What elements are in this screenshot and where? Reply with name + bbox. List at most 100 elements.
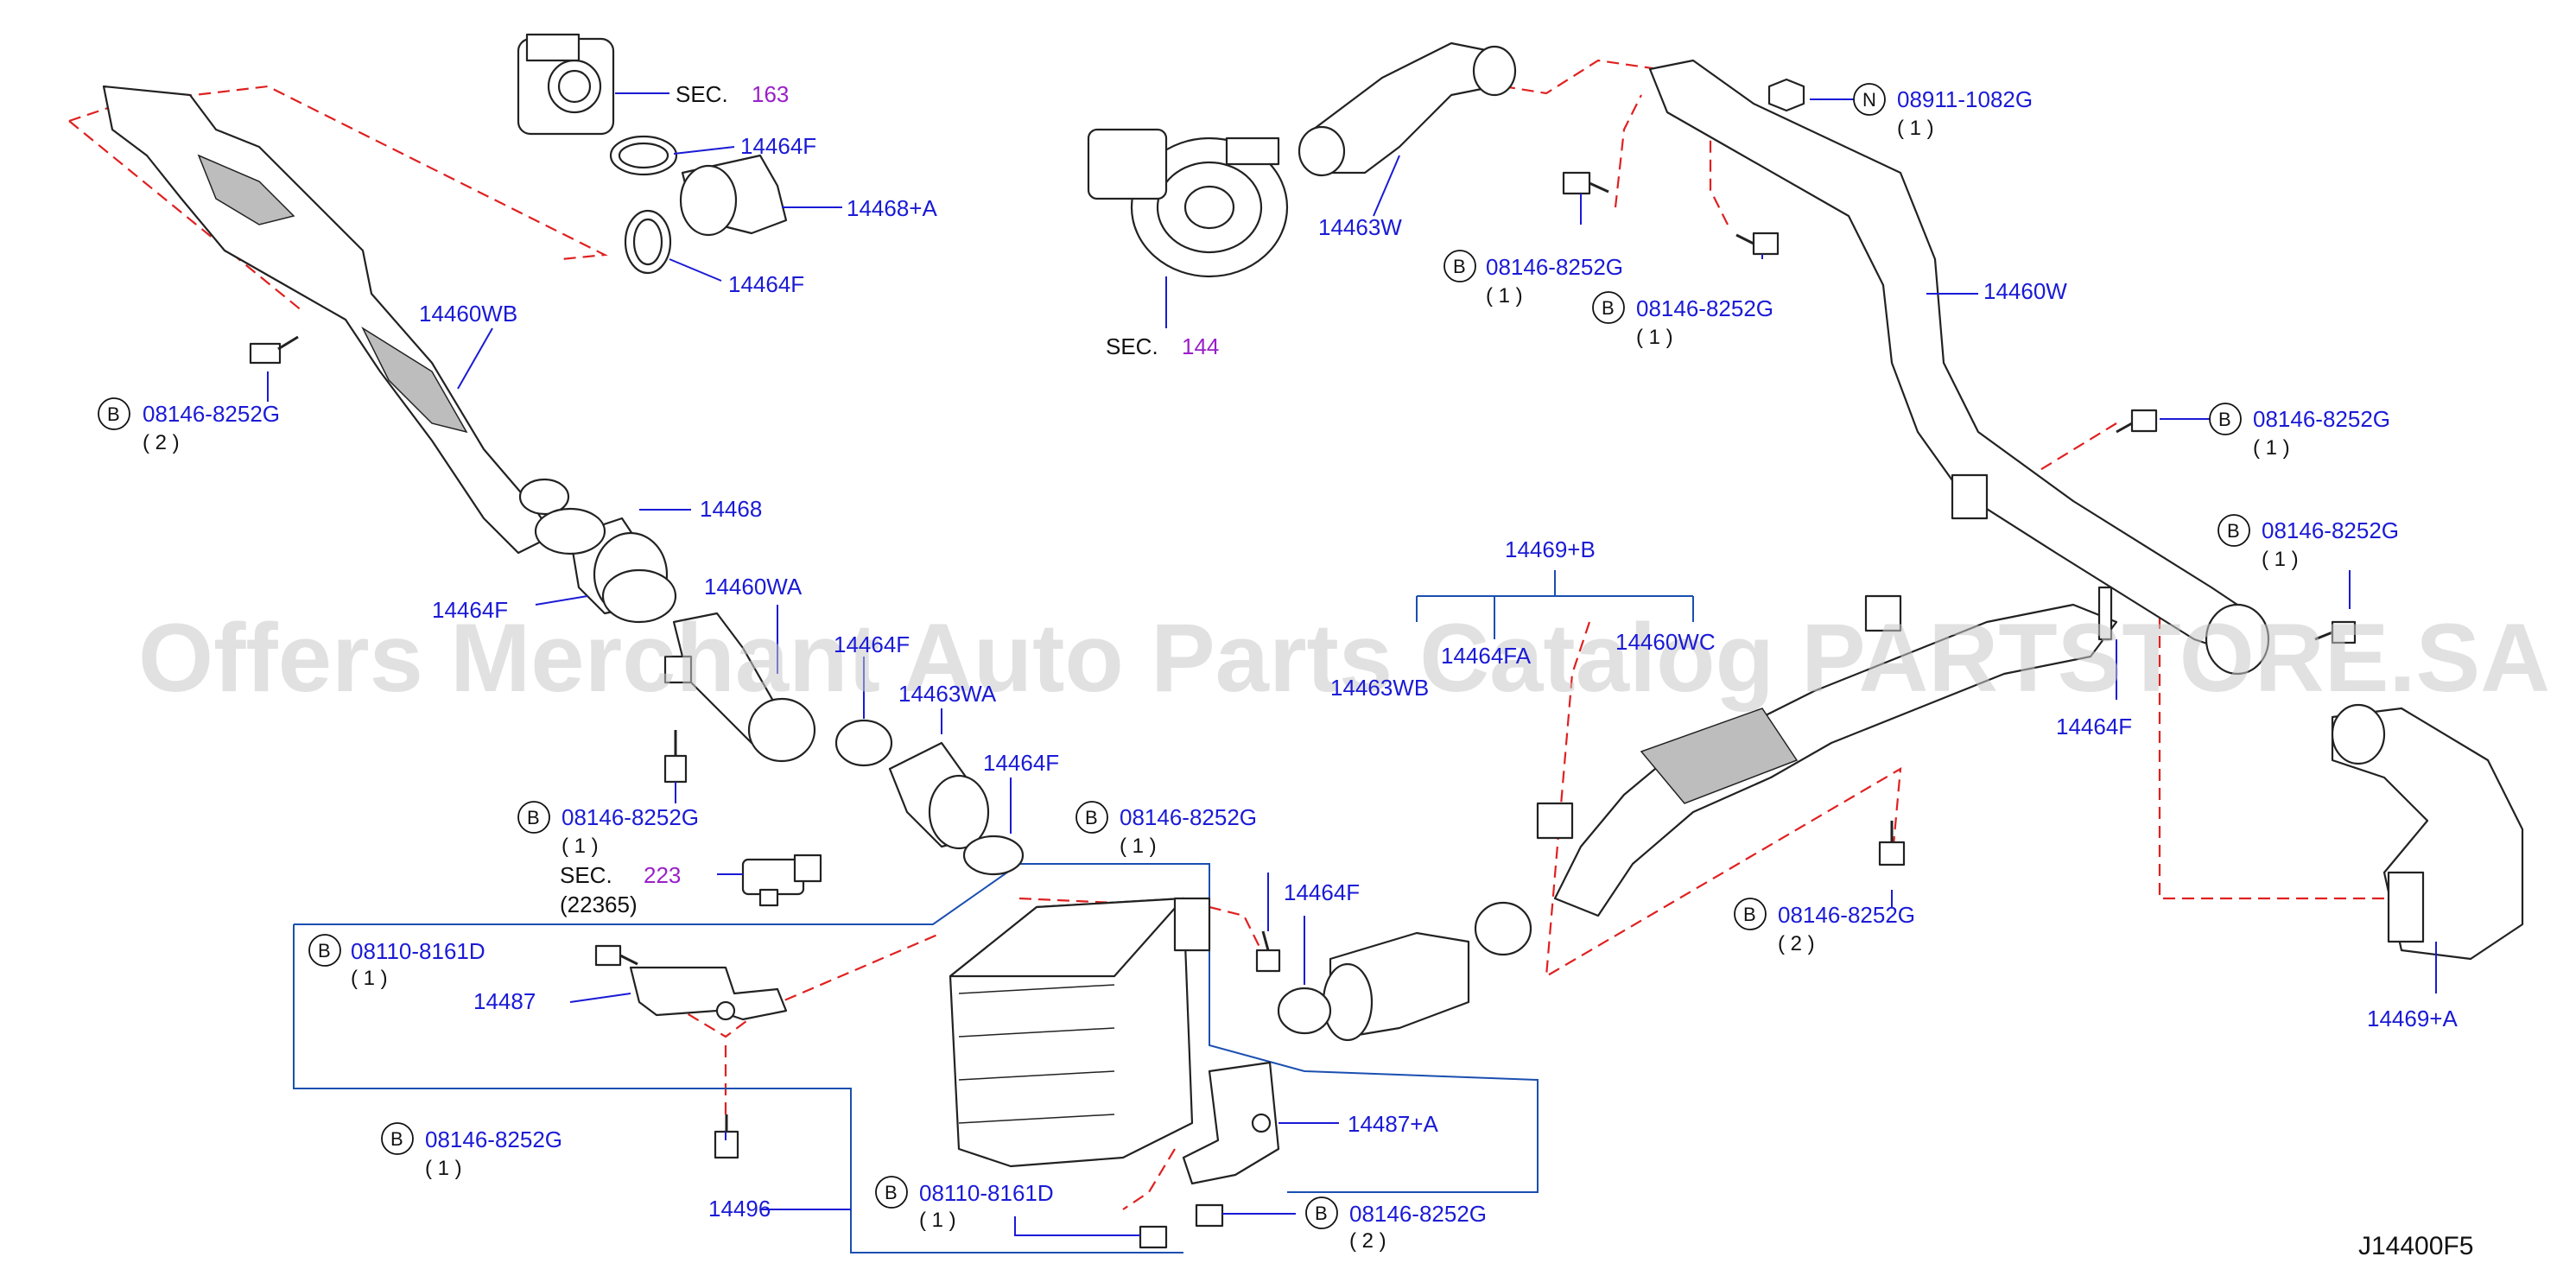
bolt-b3-drawing <box>594 944 638 967</box>
circle-b-icon <box>1592 291 1625 324</box>
sec163-number[interactable]: 163 <box>752 81 789 107</box>
hose-14460WB-drawing <box>102 85 570 555</box>
bolt-b8-drawing <box>1562 171 1609 195</box>
circle-b-letter: B <box>527 807 540 828</box>
sec223-label: SEC. <box>560 862 612 888</box>
circle-b-letter: B <box>1085 807 1098 828</box>
part-14464F-c[interactable]: 14464F <box>432 597 508 623</box>
bracket-14487A-drawing <box>1182 1061 1280 1185</box>
pipe-14460WA-drawing <box>663 612 816 763</box>
part-14487A[interactable]: 14487+A <box>1348 1111 1438 1137</box>
circle-b-icon <box>308 934 341 967</box>
part-14496[interactable]: 14496 <box>708 1196 771 1222</box>
bolt-b10-qty: ( 1 ) <box>2253 436 2290 460</box>
bolt-b2-qty: ( 1 ) <box>562 835 599 858</box>
circle-b-letter: B <box>2218 409 2231 430</box>
bolt-b9-qty: ( 1 ) <box>1636 326 1673 349</box>
bolt-b3-qty: ( 1 ) <box>351 967 388 990</box>
sec223-subref: (22365) <box>560 892 638 917</box>
bolt-b2-code[interactable]: 08146-8252G <box>562 804 699 830</box>
bolt-b8-qty: ( 1 ) <box>1486 284 1523 308</box>
sec144-number[interactable]: 144 <box>1182 333 1219 359</box>
bolt-b5-code[interactable]: 08110-8161D <box>919 1180 1054 1206</box>
circle-b-letter: B <box>318 940 331 962</box>
sec163-label: SEC. <box>676 81 728 107</box>
part-14460WC[interactable]: 14460WC <box>1615 629 1716 655</box>
bolt-b6-qty: ( 2 ) <box>1349 1229 1386 1253</box>
bolt-b1-code[interactable]: 08146-8252G <box>143 401 280 427</box>
part-14464F-f[interactable]: 14464F <box>1284 879 1360 905</box>
part-14464F-d[interactable]: 14464F <box>834 631 910 657</box>
bolt-b3-code[interactable]: 08110-8161D <box>351 938 485 964</box>
nut-n1-drawing <box>1767 78 1805 112</box>
circle-b-letter: B <box>885 1182 898 1203</box>
part-14468A[interactable]: 14468+A <box>847 195 937 221</box>
clamp-14464F-e-drawing <box>962 835 1025 876</box>
turbocharger-drawing <box>1087 128 1289 278</box>
part-14463WA[interactable]: 14463WA <box>898 681 997 707</box>
bolt-b11-qty: ( 1 ) <box>2262 548 2299 571</box>
circle-b-icon <box>98 397 130 430</box>
pipe-14460WC-drawing <box>1536 594 2118 917</box>
bolt-b7-qty: ( 1 ) <box>1120 835 1157 858</box>
part-14469A[interactable]: 14469+A <box>2367 1006 2458 1031</box>
bolts <box>249 78 2357 1249</box>
circle-b-icon <box>517 801 550 834</box>
pipe-14460W-drawing <box>1648 59 2270 676</box>
circle-b-icon <box>381 1122 414 1155</box>
bolt-b8-code[interactable]: 08146-8252G <box>1486 254 1623 280</box>
circle-b-icon <box>2209 403 2242 435</box>
clamp-14464F-c-drawing <box>534 507 606 555</box>
throttle-body-drawing <box>517 33 615 136</box>
part-14460WB[interactable]: 14460WB <box>419 301 517 327</box>
hose-14463W-drawing <box>1298 41 1517 177</box>
group-boxes <box>293 570 1694 1253</box>
circle-b-letter: B <box>1602 297 1615 319</box>
sec223-number[interactable]: 223 <box>644 862 681 888</box>
hose-14468A-drawing <box>679 154 788 237</box>
bolt-b11-code[interactable]: 08146-8252G <box>2262 517 2399 543</box>
bolt-b10-drawing <box>2116 409 2158 434</box>
part-14464F-b[interactable]: 14464F <box>728 271 804 297</box>
bolt-b10-code[interactable]: 08146-8252G <box>2253 406 2390 432</box>
part-14464F-a[interactable]: 14464F <box>740 133 816 159</box>
part-14464FA[interactable]: 14464FA <box>1441 643 1532 669</box>
bolt-b9-code[interactable]: 08146-8252G <box>1636 295 1773 321</box>
bolt-b2-drawing <box>663 730 688 784</box>
bolt-b1-qty: ( 2 ) <box>143 431 180 454</box>
circle-b-icon <box>1075 801 1108 834</box>
bolt-b7-code[interactable]: 08146-8252G <box>1120 804 1257 830</box>
clamp-14464F-g-drawing <box>2097 586 2113 641</box>
bolt-b6-drawing <box>1195 1203 1224 1228</box>
part-14464F-e[interactable]: 14464F <box>983 750 1059 776</box>
hose-14469A-drawing <box>2331 703 2524 961</box>
bolt-b11-drawing <box>2314 620 2357 644</box>
circle-b-letter: B <box>390 1128 403 1150</box>
clamp-14464F-f-drawing <box>1277 987 1332 1035</box>
part-14463WB[interactable]: 14463WB <box>1330 675 1429 701</box>
bolt-b4-code[interactable]: 08146-8252G <box>425 1127 562 1152</box>
part-14464F-g[interactable]: 14464F <box>2056 714 2132 739</box>
circle-b-icon <box>1734 898 1767 930</box>
circle-b-letter: B <box>1453 256 1466 277</box>
bolt-b7-drawing <box>1255 930 1281 973</box>
circle-b-icon <box>1305 1196 1338 1229</box>
bolt-b5-qty: ( 1 ) <box>919 1209 956 1232</box>
sensor-22365-drawing <box>741 854 822 907</box>
clamp-14464F-d-drawing <box>834 719 893 767</box>
intercooler-14496-drawing <box>949 897 1211 1168</box>
part-14463W[interactable]: 14463W <box>1318 214 1402 240</box>
bolt-b12-code[interactable]: 08146-8252G <box>1778 902 1915 928</box>
part-14469B[interactable]: 14469+B <box>1505 536 1596 562</box>
part-14460W[interactable]: 14460W <box>1983 278 2067 304</box>
circle-n-letter: N <box>1862 89 1876 111</box>
bolt-b6-code[interactable]: 08146-8252G <box>1349 1201 1487 1227</box>
bracket-14487-drawing <box>629 966 788 1021</box>
part-14468[interactable]: 14468 <box>700 496 762 522</box>
nut-n1-code[interactable]: 08911-1082G <box>1897 86 2033 112</box>
bolt-b12-drawing <box>1878 821 1906 866</box>
part-14487[interactable]: 14487 <box>473 988 536 1014</box>
part-14460WA[interactable]: 14460WA <box>704 574 803 600</box>
